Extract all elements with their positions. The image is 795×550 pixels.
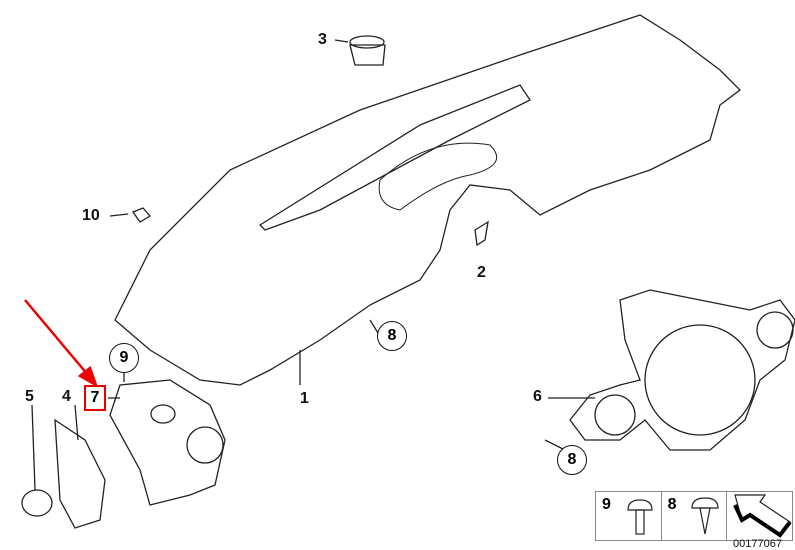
- right-trim: [569, 289, 795, 451]
- callout-3: 3: [318, 31, 327, 48]
- callout-8-bottom: 8: [557, 445, 587, 475]
- callout-1: 1: [300, 390, 309, 407]
- callout-9: 9: [109, 343, 139, 373]
- callout-10: 10: [82, 207, 100, 224]
- legend-icons: [627, 494, 792, 538]
- callout-6: 6: [533, 388, 542, 405]
- red-arrow: [24, 299, 99, 388]
- callout-7-highlighted: 7: [84, 385, 106, 411]
- callout-8-top: 8: [377, 321, 407, 351]
- diagram-code: 00177067: [733, 538, 782, 550]
- dashboard-panel: [114, 14, 741, 386]
- left-trim: [109, 379, 226, 506]
- legend-item-8: 8: [662, 492, 728, 540]
- callout-5: 5: [25, 388, 34, 405]
- orientation-arrow-icon: [727, 492, 792, 540]
- fastener-legend: 9 8: [595, 491, 793, 541]
- callout-4: 4: [62, 388, 71, 405]
- legend-item-9: 9: [596, 492, 662, 540]
- callout-2: 2: [477, 264, 486, 281]
